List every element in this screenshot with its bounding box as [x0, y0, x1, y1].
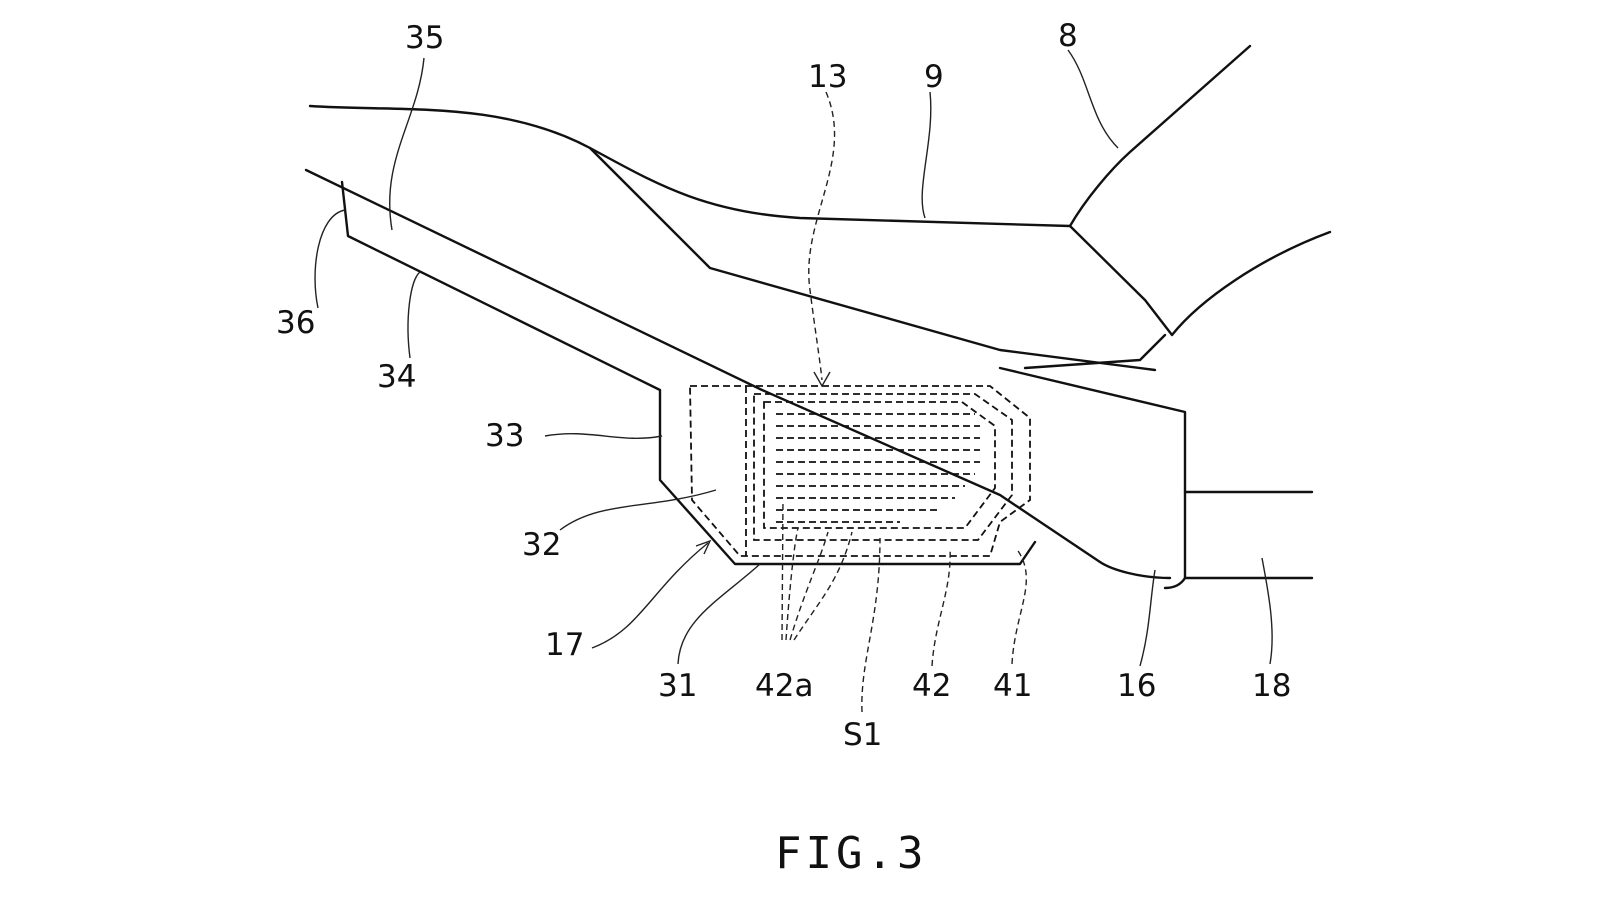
label-8: 8 [1058, 18, 1078, 54]
label-18: 18 [1252, 668, 1291, 704]
label-34: 34 [377, 359, 416, 395]
reference-labels: 35 8 13 9 36 34 33 32 17 31 42a 42 41 16… [276, 18, 1291, 753]
tank-outline [1068, 44, 1332, 337]
label-17: 17 [545, 627, 584, 663]
label-13: 13 [808, 59, 847, 95]
side-cover [304, 168, 1187, 590]
label-41: 41 [993, 668, 1032, 704]
label-16: 16 [1117, 668, 1156, 704]
label-9: 9 [924, 59, 944, 95]
leader-lines [314, 49, 1273, 713]
label-42: 42 [912, 668, 951, 704]
figure-caption: FIG.3 [775, 828, 927, 879]
pipe-outline [1183, 490, 1314, 580]
label-36: 36 [276, 305, 315, 341]
seat-outline [308, 104, 1167, 372]
label-33: 33 [485, 418, 524, 454]
label-31: 31 [658, 668, 697, 704]
label-32: 32 [522, 527, 561, 563]
filter-element [776, 413, 980, 523]
label-35: 35 [405, 20, 444, 56]
label-S1: S1 [843, 717, 882, 753]
inner-housing [689, 385, 1031, 557]
label-42a: 42a [755, 668, 813, 704]
